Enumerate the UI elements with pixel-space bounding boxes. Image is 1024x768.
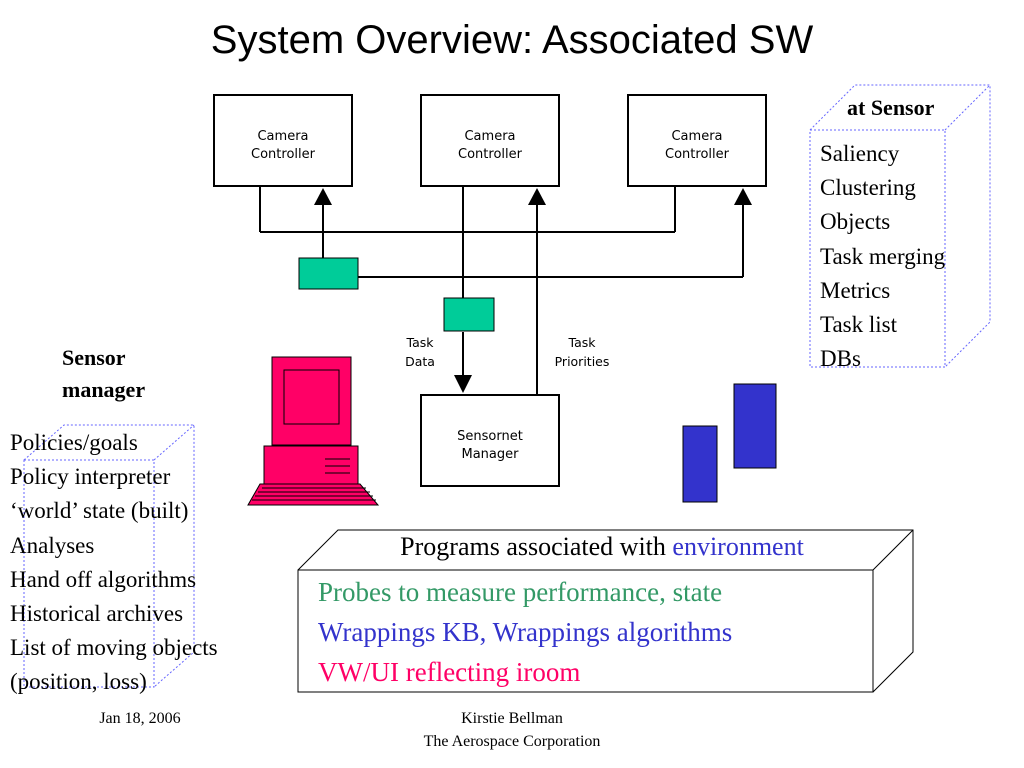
computer-icon bbox=[247, 356, 380, 506]
programs-heading-prefix: Programs associated with bbox=[400, 532, 673, 561]
blue-block bbox=[733, 383, 777, 469]
list-item: Policies/goals bbox=[10, 430, 138, 455]
probes-item: Probes to measure performance, state bbox=[318, 577, 723, 607]
footer-organization: The Aerospace Corporation bbox=[423, 733, 601, 750]
sensor-manager-heading-line2: manager bbox=[62, 377, 146, 402]
task-data-line1: Task bbox=[406, 335, 435, 350]
list-item: Task list bbox=[820, 312, 897, 338]
wrappings-item: Wrappings KB, Wrappings algorithms bbox=[318, 617, 733, 647]
list-item: Historical archives bbox=[10, 601, 184, 627]
camera-controller-label-line1: Camera bbox=[257, 129, 308, 144]
programs-heading: Programs associated with environment bbox=[312, 532, 892, 562]
list-item: DBs bbox=[820, 346, 861, 372]
camera-controller-label-line2: Controller bbox=[251, 147, 316, 162]
camera-controller-label-line2: Controller bbox=[665, 147, 730, 162]
arrowheads bbox=[314, 188, 752, 393]
sensor-manager-heading: Sensor manager bbox=[62, 342, 145, 406]
at-sensor-box bbox=[809, 84, 991, 368]
at-sensor-heading: at Sensor bbox=[847, 95, 935, 120]
sensornet-manager-box: Sensornet Manager bbox=[420, 394, 560, 487]
camera-controller-label-line1: Camera bbox=[671, 129, 722, 144]
list-item: Saliency bbox=[820, 141, 900, 166]
list-item: Hand off algorithms bbox=[10, 566, 197, 592]
list-item: Task merging bbox=[820, 243, 946, 269]
footer-date: Jan 18, 2006 bbox=[99, 710, 181, 727]
camera-controller-box: Camera Controller bbox=[420, 94, 560, 187]
message-box bbox=[298, 257, 359, 290]
sensornet-label-line2: Manager bbox=[462, 447, 520, 462]
blue-block bbox=[682, 425, 718, 503]
vwui-item: VW/UI reflecting iroom bbox=[318, 657, 581, 687]
list-item: Clustering bbox=[820, 175, 916, 201]
sensor-manager-heading-line1: Sensor bbox=[62, 345, 126, 370]
camera-controller-label-line2: Controller bbox=[458, 147, 523, 162]
message-box bbox=[443, 297, 495, 332]
camera-controller-box: Camera Controller bbox=[213, 94, 353, 187]
camera-controller-box: Camera Controller bbox=[627, 94, 767, 187]
programs-list: Probes to measure performance, state Wra… bbox=[318, 572, 732, 692]
camera-controller-label-line1: Camera bbox=[464, 129, 515, 144]
list-item: Objects bbox=[820, 209, 891, 235]
sensor-manager-box bbox=[23, 424, 195, 688]
list-item: Analyses bbox=[10, 532, 95, 558]
footer-author: Kirstie Bellman bbox=[461, 710, 563, 727]
list-item: Policy interpreter bbox=[10, 464, 171, 490]
programs-box bbox=[297, 529, 914, 693]
list-item: ‘world’ state (built) bbox=[10, 498, 189, 524]
list-item: (position, loss) bbox=[10, 669, 147, 695]
task-priorities-line1: Task bbox=[568, 335, 597, 350]
at-sensor-list: Saliency Clustering Objects Task merging… bbox=[820, 137, 945, 376]
task-data-line2: Data bbox=[405, 354, 435, 369]
programs-heading-highlight: environment bbox=[672, 532, 804, 561]
task-priorities-line2: Priorities bbox=[555, 354, 610, 369]
sensornet-label-line1: Sensornet bbox=[457, 429, 523, 444]
slide-title: System Overview: Associated SW bbox=[210, 18, 814, 62]
sensor-manager-list: Policies/goals Policy interpreter ‘world… bbox=[10, 426, 218, 700]
connector-lines bbox=[259, 186, 744, 395]
list-item: Metrics bbox=[820, 277, 891, 303]
list-item: List of moving objects bbox=[10, 635, 218, 661]
